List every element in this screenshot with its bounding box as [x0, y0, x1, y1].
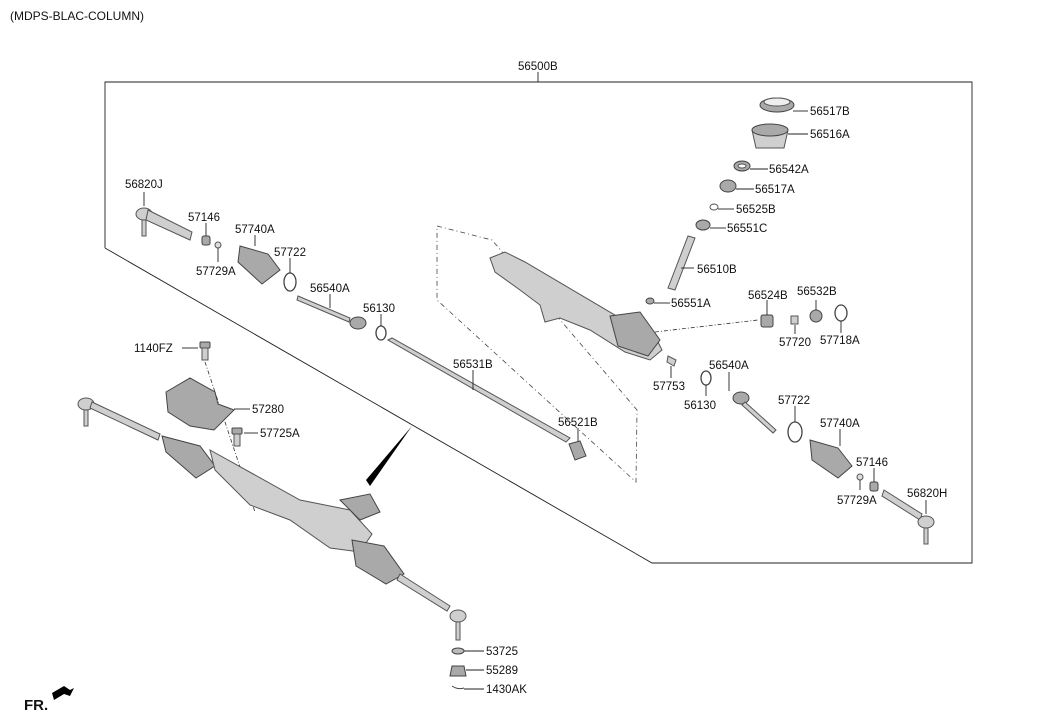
label-57740A-left: 57740A	[235, 224, 275, 236]
diagram-title: (MDPS-BLAC-COLUMN)	[10, 9, 144, 23]
part-55289[interactable]: 55289	[449, 665, 518, 677]
part-56551A[interactable]: 56551A	[645, 297, 711, 310]
front-arrow-icon	[52, 686, 74, 700]
part-56510B[interactable]: 56510B	[667, 235, 737, 291]
label-56551C: 56551C	[727, 223, 767, 235]
part-57729A-left[interactable]: 57729A	[196, 241, 236, 278]
label-56820H: 56820H	[907, 488, 947, 500]
label-56532B: 56532B	[797, 286, 837, 298]
part-1140FZ[interactable]: 1140FZ	[134, 341, 211, 361]
label-56510B: 56510B	[697, 264, 737, 276]
label-57718A: 57718A	[820, 335, 860, 347]
part-56524B[interactable]: 56524B	[748, 290, 788, 328]
label-57729A-left: 57729A	[196, 266, 236, 278]
part-56130-left[interactable]: 56130	[363, 303, 395, 341]
label-57146-left: 57146	[188, 212, 220, 224]
label-57722-left: 57722	[274, 247, 306, 259]
label-57753: 57753	[653, 381, 685, 393]
part-57146-left[interactable]: 57146	[188, 212, 220, 246]
label-57725A: 57725A	[260, 428, 300, 440]
part-56532B[interactable]: 56532B	[797, 286, 837, 323]
label-56130-left: 56130	[363, 303, 395, 315]
part-56820J[interactable]: 56820J	[125, 179, 193, 241]
part-57740A-left[interactable]: 57740A	[235, 224, 281, 285]
part-57146-right[interactable]: 57146	[856, 457, 888, 492]
label-53725: 53725	[486, 646, 518, 658]
part-57280[interactable]: 57280	[165, 377, 284, 431]
part-rack-housing[interactable]	[489, 251, 663, 361]
part-57722-right[interactable]: 57722	[778, 395, 810, 443]
part-57720[interactable]: 57720	[779, 315, 811, 349]
housing-leader	[654, 319, 759, 333]
part-56531B[interactable]: 56531B	[386, 337, 571, 443]
label-56531B: 56531B	[453, 359, 493, 371]
label-56525B: 56525B	[736, 204, 776, 216]
part-57740A-right[interactable]: 57740A	[809, 418, 860, 479]
detail-arrow	[366, 426, 412, 486]
part-57725A[interactable]: 57725A	[231, 427, 300, 447]
assembly-outline	[104, 81, 973, 564]
label-55289: 55289	[486, 665, 518, 677]
label-56542A: 56542A	[769, 164, 809, 176]
label-56820J: 56820J	[125, 179, 163, 191]
label-1430AK: 1430AK	[486, 684, 527, 696]
assembly-label: 56500B	[518, 61, 558, 73]
label-56517B: 56517B	[810, 106, 850, 118]
part-57729A-right[interactable]: 57729A	[837, 473, 877, 507]
part-56551C[interactable]: 56551C	[695, 219, 767, 235]
part-56517A[interactable]: 56517A	[719, 179, 795, 196]
part-56517B[interactable]: 56517B	[759, 97, 850, 118]
part-steering-gear-assembly[interactable]	[77, 397, 467, 641]
part-53725[interactable]: 53725	[451, 646, 518, 658]
label-57729A-right: 57729A	[837, 495, 877, 507]
part-56516A[interactable]: 56516A	[751, 123, 850, 149]
housing-dashed-box	[436, 225, 638, 483]
label-56130-right: 56130	[684, 400, 716, 412]
part-57753[interactable]: 57753	[653, 355, 685, 393]
part-56521B[interactable]: 56521B	[558, 417, 598, 461]
part-56130-right[interactable]: 56130	[684, 370, 716, 412]
part-56540A-left[interactable]: 56540A	[296, 283, 367, 330]
part-56525B[interactable]: 56525B	[709, 203, 776, 216]
label-56551A: 56551A	[671, 298, 711, 310]
label-56540A-left: 56540A	[310, 283, 350, 295]
part-56540A-right[interactable]: 56540A	[709, 360, 777, 434]
front-direction-label: FR.	[24, 697, 48, 714]
label-57146-right: 57146	[856, 457, 888, 469]
label-56524B: 56524B	[748, 290, 788, 302]
part-57722-left[interactable]: 57722	[274, 247, 306, 292]
label-56516A: 56516A	[810, 129, 850, 141]
part-56542A[interactable]: 56542A	[733, 160, 809, 176]
part-57718A[interactable]: 57718A	[820, 304, 860, 347]
label-56517A: 56517A	[755, 184, 795, 196]
label-57720: 57720	[779, 337, 811, 349]
label-56521B: 56521B	[558, 417, 598, 429]
label-57740A-right: 57740A	[820, 418, 860, 430]
part-56820H[interactable]: 56820H	[881, 488, 947, 545]
label-57722-right: 57722	[778, 395, 810, 407]
part-1430AK[interactable]: 1430AK	[451, 684, 527, 696]
label-1140FZ: 1140FZ	[134, 343, 173, 355]
label-57280: 57280	[252, 404, 284, 416]
label-56540A-right: 56540A	[709, 360, 749, 372]
